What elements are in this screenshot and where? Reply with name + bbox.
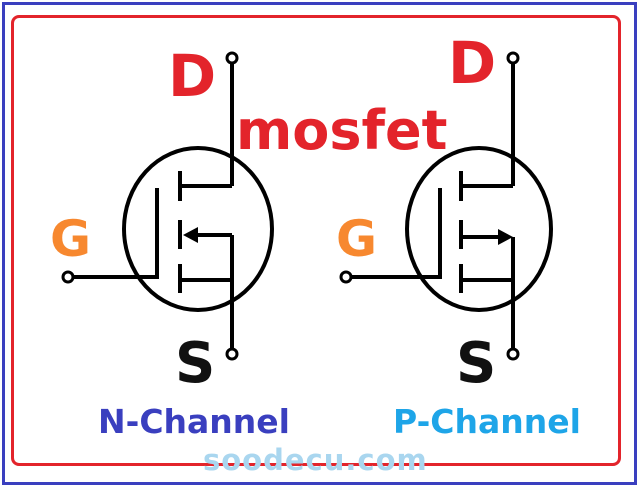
- p-channel-arrow: [498, 229, 513, 245]
- p-channel-source-label: S: [456, 331, 497, 396]
- watermark-text: soodecu.com: [203, 443, 428, 477]
- n-channel-gate-lead: [73, 188, 159, 279]
- inner-border: [11, 15, 621, 466]
- p-channel-body-circle: [405, 146, 553, 312]
- n-channel-gate-terminal: [61, 270, 75, 284]
- p-channel-gate-label: G: [336, 210, 378, 268]
- p-channel-label: P-Channel: [393, 402, 581, 441]
- n-channel-arrow: [183, 227, 198, 243]
- n-channel-source-terminal: [225, 347, 239, 361]
- p-channel-gate-terminal: [339, 270, 353, 284]
- n-channel-drain-terminal: [225, 51, 239, 65]
- n-channel-label: N-Channel: [98, 402, 290, 441]
- p-channel-source-terminal: [506, 347, 520, 361]
- n-channel-body-circle: [122, 146, 274, 312]
- diagram-title: mosfet: [236, 99, 448, 162]
- p-channel-drain-terminal: [506, 51, 520, 65]
- outer-border: [2, 2, 637, 485]
- n-channel-gate-label: G: [50, 210, 92, 268]
- p-channel-drain-label: D: [448, 29, 497, 97]
- p-channel-gate-lead: [350, 188, 442, 279]
- n-channel-drain-label: D: [168, 42, 217, 110]
- n-channel-source-label: S: [175, 331, 216, 396]
